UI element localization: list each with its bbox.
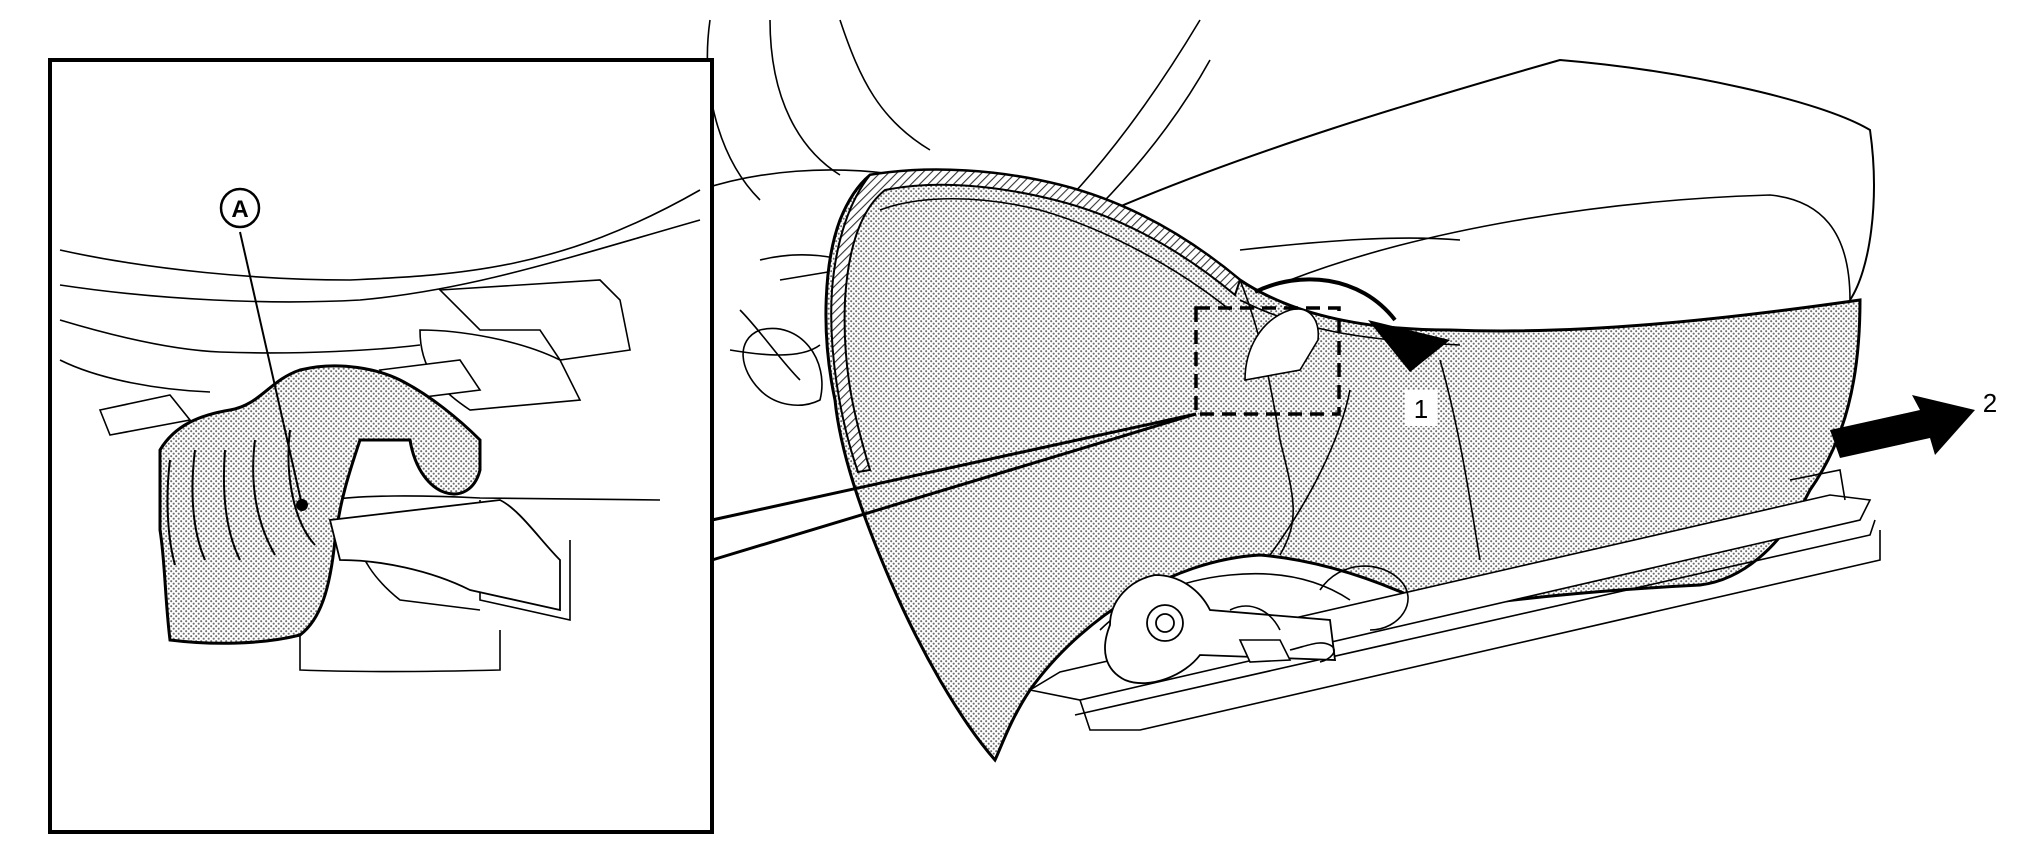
detail-box xyxy=(1194,306,1341,416)
direction-arrow-icon xyxy=(1830,395,1975,458)
seatback-outline xyxy=(706,19,1211,271)
finisher-end-piece xyxy=(158,364,482,645)
finisher-edge-band xyxy=(830,168,1242,474)
callout-a-dot xyxy=(296,499,308,511)
finisher-cover xyxy=(824,168,1862,763)
callout-a-label: A xyxy=(231,196,248,223)
step-1-box xyxy=(1405,390,1437,426)
cushion-top xyxy=(1099,58,1875,301)
rotate-arrow-icon xyxy=(1254,277,1450,372)
frame-loop xyxy=(742,327,823,406)
frame-left xyxy=(729,254,871,381)
callout-a-leader xyxy=(239,231,303,506)
clip xyxy=(328,499,561,612)
step-2-label: 2 xyxy=(1983,388,1997,418)
release-strap xyxy=(1244,308,1319,381)
cushion-side xyxy=(1239,237,1461,251)
detail-inset-frame xyxy=(48,58,714,834)
finisher-contours xyxy=(879,198,1481,561)
cushion-seam xyxy=(1289,194,1851,301)
step-1-label: 1 xyxy=(1414,394,1428,424)
harness-connector xyxy=(1229,605,1335,663)
finisher-end-ribs xyxy=(166,429,316,566)
callout-a-circle xyxy=(219,187,261,229)
